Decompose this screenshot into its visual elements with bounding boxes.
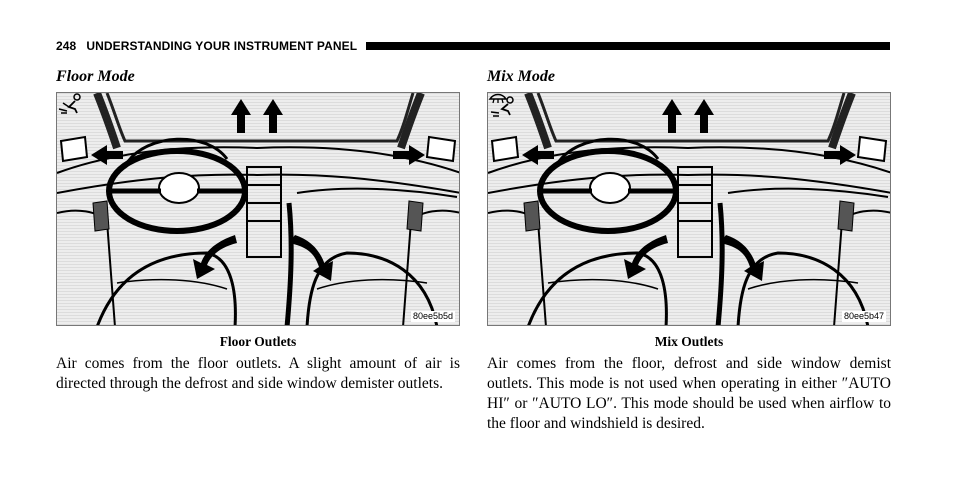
section-title: Mix Mode: [487, 68, 555, 85]
figure-caption: Mix Outlets: [654, 334, 724, 349]
dashboard-illustration: [57, 93, 459, 325]
mix-mode-section: Mix Mode: [487, 66, 891, 434]
figure-caption: Floor Outlets: [219, 334, 297, 349]
dashboard-illustration: [488, 93, 890, 325]
floor-outlets-illustration: 80ee5b5d: [56, 92, 460, 326]
running-head-title: UNDERSTANDING YOUR INSTRUMENT PANEL: [86, 39, 358, 53]
figure-code: 80ee5b47: [841, 311, 886, 322]
floor-mode-icon: [58, 93, 81, 114]
floor-mode-section: Floor Mode: [56, 66, 460, 394]
header-rule: [366, 42, 890, 50]
running-header: 248 UNDERSTANDING YOUR INSTRUMENT PANEL: [56, 38, 890, 54]
section-title: Floor Mode: [56, 68, 135, 85]
mix-outlets-illustration: 80ee5b47: [487, 92, 891, 326]
mix-mode-icon: [488, 93, 514, 117]
body-text: Air comes from the floor, defrost and si…: [487, 355, 891, 432]
figure-code: 80ee5b5d: [410, 311, 455, 322]
body-text: Air comes from the floor outlets. A slig…: [56, 355, 460, 392]
page-number: 248: [56, 39, 77, 53]
